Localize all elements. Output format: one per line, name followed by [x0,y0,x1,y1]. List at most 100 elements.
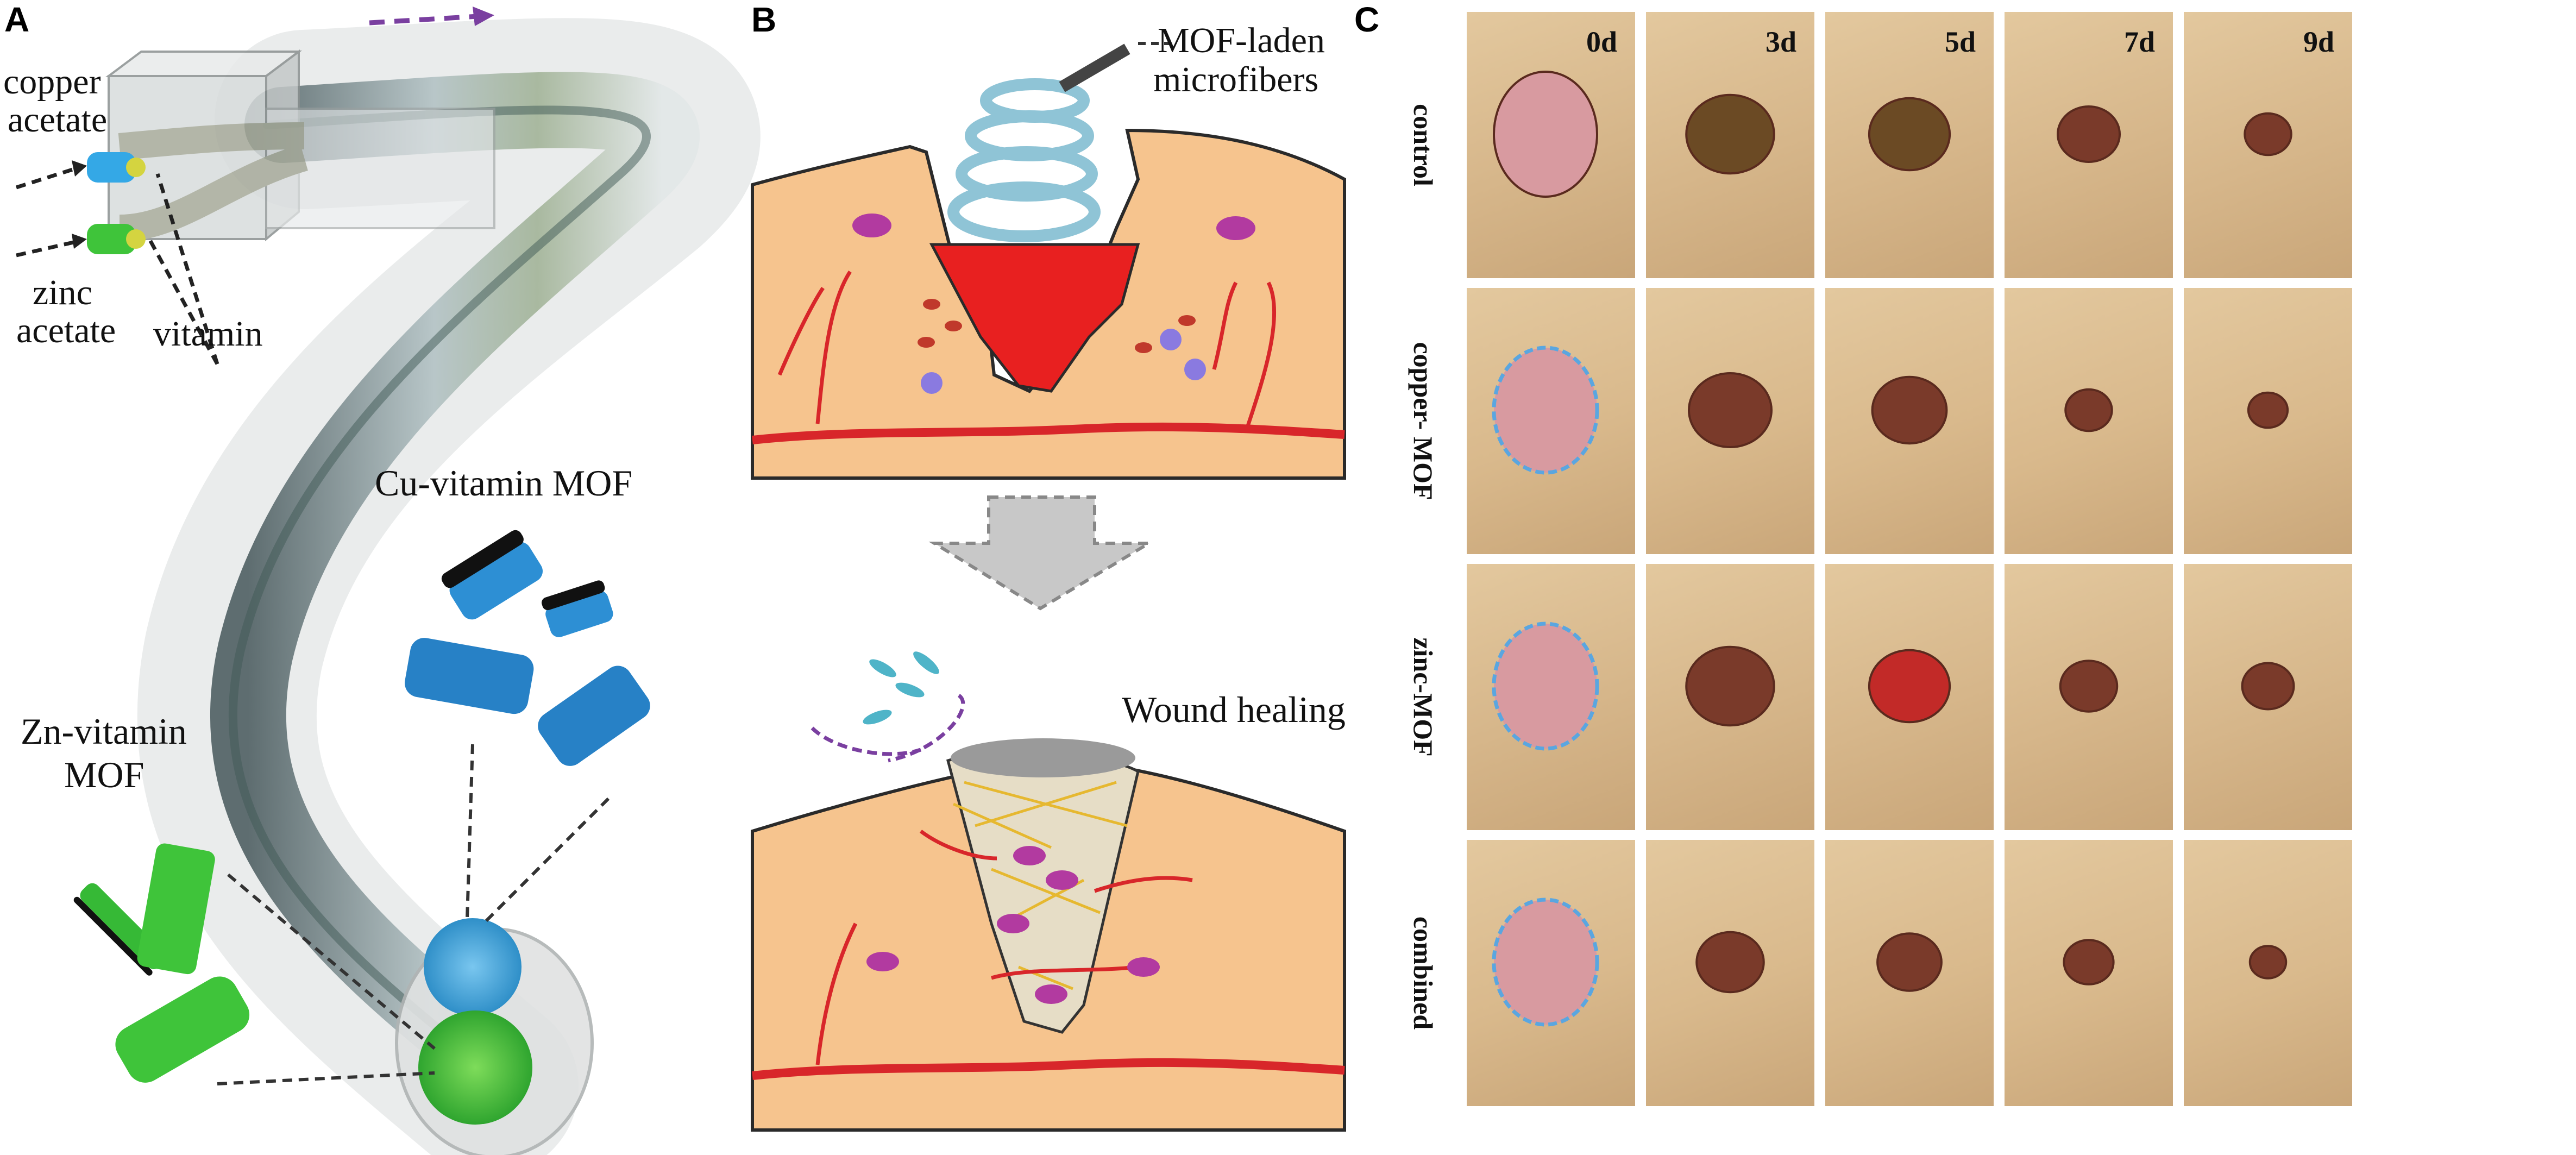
wound-photo [1825,840,1994,1106]
wound-area [1685,93,1775,175]
wound-area [2244,112,2292,156]
wound-area [1876,932,1943,992]
wound-photo [1825,288,1994,554]
wound-photo [1825,564,1994,830]
microfiber-coil [947,78,1101,242]
wound-graphic [2064,388,2113,432]
row-label-2: zinc-MOF [1399,564,1448,830]
row-label-3: combined [1399,840,1448,1106]
wound-photo [1825,12,1994,278]
wound-photo [1646,12,1814,278]
wound-graphic [2059,660,2119,713]
row-label-1: copper- MOF [1399,288,1448,554]
wound-graphic [1868,649,1951,724]
wound-photo [2005,288,2173,554]
wound-photo [1467,288,1635,554]
wound-graphic [1695,931,1765,994]
wound-clot [929,243,1140,393]
cu-mof-crystals [405,530,650,766]
zn-mof-crystals [73,843,250,1083]
wound-area [2248,945,2288,980]
day-label-7d: 7d [2124,26,2156,58]
wound-area [1492,897,1599,1027]
wound-area [1492,346,1599,475]
row-label-0: control [1399,12,1448,278]
mof-laden-label-line2: microfibers [1153,60,1319,99]
fiber-illustration [15,7,761,1155]
copper-acetate-label-line2: acetate [8,100,108,140]
cu-vitamin-mof-label: Cu-vitamin MOF [375,462,633,504]
bacteria [863,651,939,725]
wound-area [2063,939,2115,985]
day-label-3d: 3d [1765,26,1797,58]
day-label-0d: 0d [1586,26,1618,58]
row-label-text: zinc-MOF [1408,637,1438,757]
wound-area [2057,105,2121,163]
wound-area [2241,662,2295,711]
wound-graphic [2247,391,2289,429]
wound-photo [1646,840,1814,1106]
wound-photo [2005,12,2173,278]
row-label-text: control [1408,104,1438,186]
wound-photo [2184,12,2352,278]
wound-area [2064,388,2113,432]
wound-graphic [2244,112,2292,156]
wound-graphic [1492,346,1599,475]
wound-photo [2184,840,2352,1106]
wound-graphic [2063,939,2115,985]
wound-photo [2184,564,2352,830]
row-label-text: combined [1408,916,1438,1030]
wound-photo [2005,564,2173,830]
wound-graphic [1688,372,1773,448]
wound-area [1868,649,1951,724]
wound-area [1695,931,1765,994]
wound-photo [1467,564,1635,830]
panel-b-label: B [751,0,777,39]
wound-graphic [2057,105,2121,163]
copper-acetate-label-line1: copper [3,62,101,102]
wound-graphic [1876,932,1943,992]
wound-area [2247,391,2289,429]
wound-healing-label: Wound healing [1122,689,1346,730]
microfluidic-chip [105,49,495,242]
wound-graphic [1871,375,1948,445]
zn-vitamin-mof-label-line2: MOF [64,754,144,795]
zn-vitamin-mof-label-line1: Zn-vitamin [21,711,187,752]
wound-area [1492,622,1599,751]
wound-photo [1646,288,1814,554]
zinc-acetate-label-line2: acetate [16,311,116,350]
wound-area [2059,660,2119,713]
panel-a-fiber-schematic: A [0,0,761,1155]
panel-a-label: A [4,0,30,39]
wound-photo [1467,840,1635,1106]
wound-graphic [2248,945,2288,980]
wound-photo [1467,12,1635,278]
mof-laden-label-line1: MOF-laden [1158,21,1325,60]
wound-photo [2005,840,2173,1106]
skin-before [751,128,1346,480]
wound-area [1688,372,1773,448]
wound-graphic [1493,71,1598,198]
wound-graphic [1685,93,1775,175]
zinc-inlet [87,224,136,254]
wound-area [1868,97,1951,172]
copper-inlet [87,152,136,183]
wound-area [1871,375,1948,445]
wound-graphic [1492,622,1599,751]
wound-area [1493,71,1598,198]
wound-photo [1646,564,1814,830]
wound-graphic [1868,97,1951,172]
panel-c-label: C [1354,0,1380,39]
cu-compartment [424,918,522,1016]
wound-graphic [2241,662,2295,711]
zn-compartment [418,1010,532,1125]
wound-graphic [1492,897,1599,1027]
panel-b-wound-schematic: B [747,0,1355,1155]
day-label-5d: 5d [1945,26,1976,58]
vitamin-label: vitamin [153,314,263,354]
process-arrow [928,495,1155,611]
wound-graphic [1685,645,1775,727]
wound-photo [2184,288,2352,554]
cells [852,214,1255,394]
